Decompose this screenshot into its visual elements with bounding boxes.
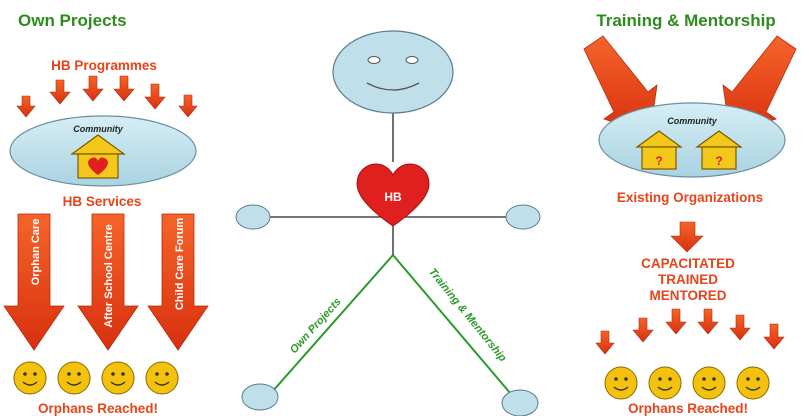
right-title: Training & Mentorship (596, 11, 775, 30)
right-panel: Training & Mentorship Community ? ? Exis… (583, 11, 797, 416)
right-community-ellipse (598, 102, 786, 178)
outcome-arrow (632, 317, 654, 343)
outcome-arrow (763, 323, 785, 350)
hb-services-label: HB Services (63, 194, 142, 209)
outcome-arrows (595, 308, 785, 355)
house-question-mark: ? (655, 154, 662, 168)
right-leg-line (392, 254, 517, 401)
smiley-icon (57, 361, 91, 395)
service-label-child-care: Child Care Forum (174, 218, 186, 311)
service-arrow-child-care (147, 213, 209, 351)
right-hand-circle (505, 204, 541, 230)
outcome-arrow (697, 308, 719, 335)
hb-programmes-label: HB Programmes (51, 58, 157, 73)
smiley-icon (101, 361, 135, 395)
outcome-trained: TRAINED (658, 272, 718, 287)
down-arrow (670, 221, 704, 253)
service-label-orphan-care: Orphan Care (30, 219, 42, 286)
house-question-icon (635, 130, 683, 170)
programme-arrow (178, 94, 198, 118)
left-orphans-reached-label: Orphans Reached! (38, 401, 158, 416)
left-hand-circle (235, 204, 271, 230)
head-face-icon (332, 30, 454, 114)
service-label-after-school: After School Centre (103, 224, 115, 327)
left-smileys (13, 361, 179, 395)
center-figure: HB Own Projects Training & Mentorship (235, 30, 541, 416)
outcome-arrow (595, 330, 615, 355)
right-foot-circle (501, 389, 539, 416)
left-community-label: Community (73, 124, 123, 134)
house-heart-icon (70, 134, 126, 179)
programme-arrows (16, 75, 198, 118)
right-smileys (604, 366, 770, 400)
heart-label: HB (384, 190, 402, 204)
existing-organizations-label: Existing Organizations (617, 190, 763, 205)
programme-arrow (113, 75, 135, 102)
smiley-icon (604, 366, 638, 400)
right-community-label: Community (667, 116, 717, 126)
left-title: Own Projects (18, 11, 127, 30)
left-foot-circle (241, 383, 279, 411)
service-arrow-after-school (77, 213, 139, 351)
heart-icon (356, 163, 430, 227)
outcome-arrow (665, 308, 687, 335)
programme-arrow (49, 79, 71, 105)
service-arrows (3, 213, 209, 351)
right-orphans-reached-label: Orphans Reached! (628, 401, 748, 416)
left-leg-label: Own Projects (288, 296, 344, 356)
smiley-icon (692, 366, 726, 400)
left-leg-line (271, 254, 394, 393)
smiley-icon (13, 361, 47, 395)
right-leg-label: Training & Mentorship (426, 266, 509, 364)
smiley-icon (648, 366, 682, 400)
service-arrow-orphan-care (3, 213, 65, 351)
outcome-capacitated: CAPACITATED (641, 256, 735, 271)
smiley-icon (145, 361, 179, 395)
house-question-icon (695, 130, 743, 170)
programme-arrow (16, 95, 36, 118)
house-question-mark: ? (715, 154, 722, 168)
outcome-mentored: MENTORED (649, 288, 726, 303)
smiley-icon (736, 366, 770, 400)
programme-arrow (82, 75, 104, 102)
programme-arrow (144, 83, 166, 110)
outcome-arrow (729, 314, 751, 341)
left-panel: Own Projects HB Programmes Community HB … (3, 11, 209, 416)
